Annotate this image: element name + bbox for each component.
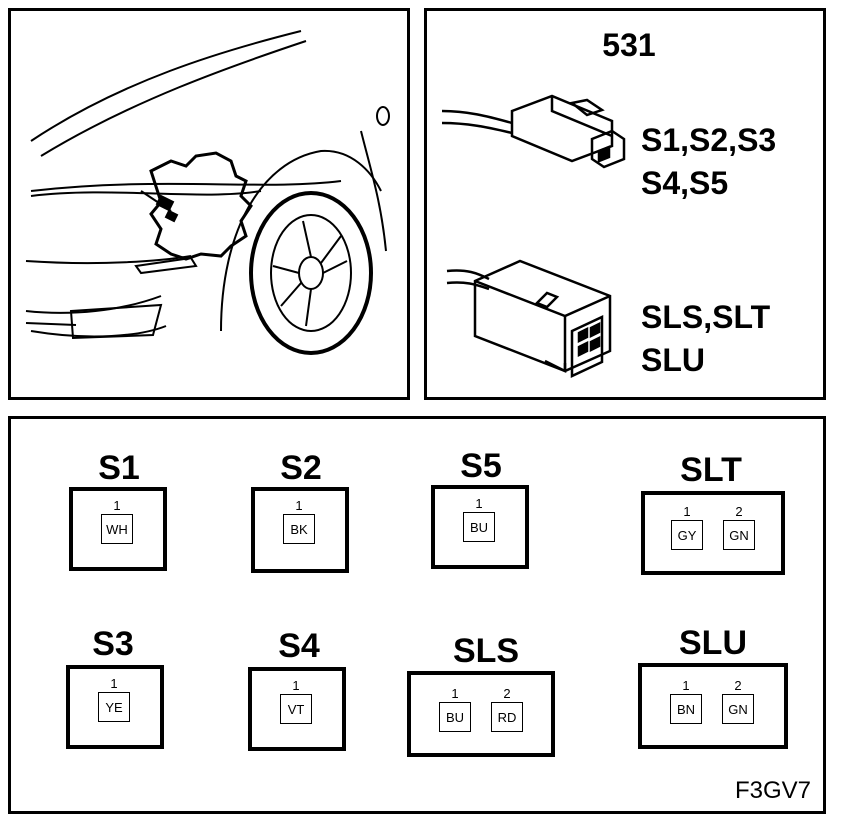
slu-pin-1: 1 BN <box>670 679 702 724</box>
pin-number: 1 <box>110 676 118 691</box>
type-b-label-line1: SLS,SLT <box>641 299 771 335</box>
wire-color: BN <box>670 694 702 724</box>
wire-color: BK <box>283 514 315 544</box>
slu-connector: 1 BN 2 GN <box>638 663 788 749</box>
connector-types-panel: 531 S1,S2,S3 S4,S5 SLS,SLT SLU <box>424 8 826 400</box>
figure-id: F3GV7 <box>734 777 811 804</box>
sls-connector: 1 BU 2 RD <box>407 671 555 757</box>
wire-color: GN <box>722 694 754 724</box>
pin-number: 1 <box>682 678 690 693</box>
wire-color: GN <box>723 520 755 550</box>
s4-pin-1: 1 VT <box>280 679 312 724</box>
slt-pin-1: 1 GY <box>671 505 703 550</box>
pin-number: 1 <box>292 678 300 693</box>
wire-color: BU <box>439 702 471 732</box>
type-b-label-line2: SLU <box>641 342 705 378</box>
car-location-panel <box>8 8 410 400</box>
connector-illustrations <box>441 94 626 378</box>
s3-connector: 1 YE <box>66 665 164 749</box>
s2-pin-1: 1 BK <box>283 499 315 544</box>
connector-number: 531 <box>602 27 656 63</box>
pin-number: 2 <box>503 686 511 701</box>
s3-title: S3 <box>92 625 134 663</box>
wire-color: BU <box>463 512 495 542</box>
slt-pin-2: 2 GN <box>723 505 755 550</box>
s1-pin-1: 1 WH <box>101 499 133 544</box>
wire-color: YE <box>98 692 130 722</box>
slt-title: SLT <box>680 451 742 489</box>
wire-color: WH <box>101 514 133 544</box>
type-a-label-line1: S1,S2,S3 <box>641 122 777 158</box>
pinout-panel: S1 1 WH S2 1 BK S5 1 BU SLT 1 GY 2 GN S3 <box>8 416 826 814</box>
car-front-illustration <box>25 30 390 355</box>
slu-title: SLU <box>679 624 747 662</box>
s1-connector: 1 WH <box>69 487 167 571</box>
s1-title: S1 <box>98 449 140 487</box>
pin-number: 1 <box>295 498 303 513</box>
s4-title: S4 <box>278 627 320 665</box>
pin-number: 2 <box>734 678 742 693</box>
s4-connector: 1 VT <box>248 667 346 751</box>
s2-title: S2 <box>280 449 322 487</box>
pin-number: 1 <box>113 498 121 513</box>
s5-connector: 1 BU <box>431 485 529 569</box>
pin-number: 1 <box>475 496 483 511</box>
sls-pin-1: 1 BU <box>439 687 471 732</box>
pin-number: 1 <box>683 504 691 519</box>
s2-connector: 1 BK <box>251 487 349 573</box>
sls-pin-2: 2 RD <box>491 687 523 732</box>
slu-pin-2: 2 GN <box>722 679 754 724</box>
wire-color: RD <box>491 702 523 732</box>
type-a-label-line2: S4,S5 <box>641 165 729 201</box>
wire-color: GY <box>671 520 703 550</box>
wire-color: VT <box>280 694 312 724</box>
pin-number: 1 <box>451 686 459 701</box>
slt-connector: 1 GY 2 GN <box>641 491 785 575</box>
pin-number: 2 <box>735 504 743 519</box>
s5-pin-1: 1 BU <box>463 497 495 542</box>
s5-title: S5 <box>460 447 502 485</box>
sls-title: SLS <box>452 632 520 670</box>
s3-pin-1: 1 YE <box>98 677 130 722</box>
